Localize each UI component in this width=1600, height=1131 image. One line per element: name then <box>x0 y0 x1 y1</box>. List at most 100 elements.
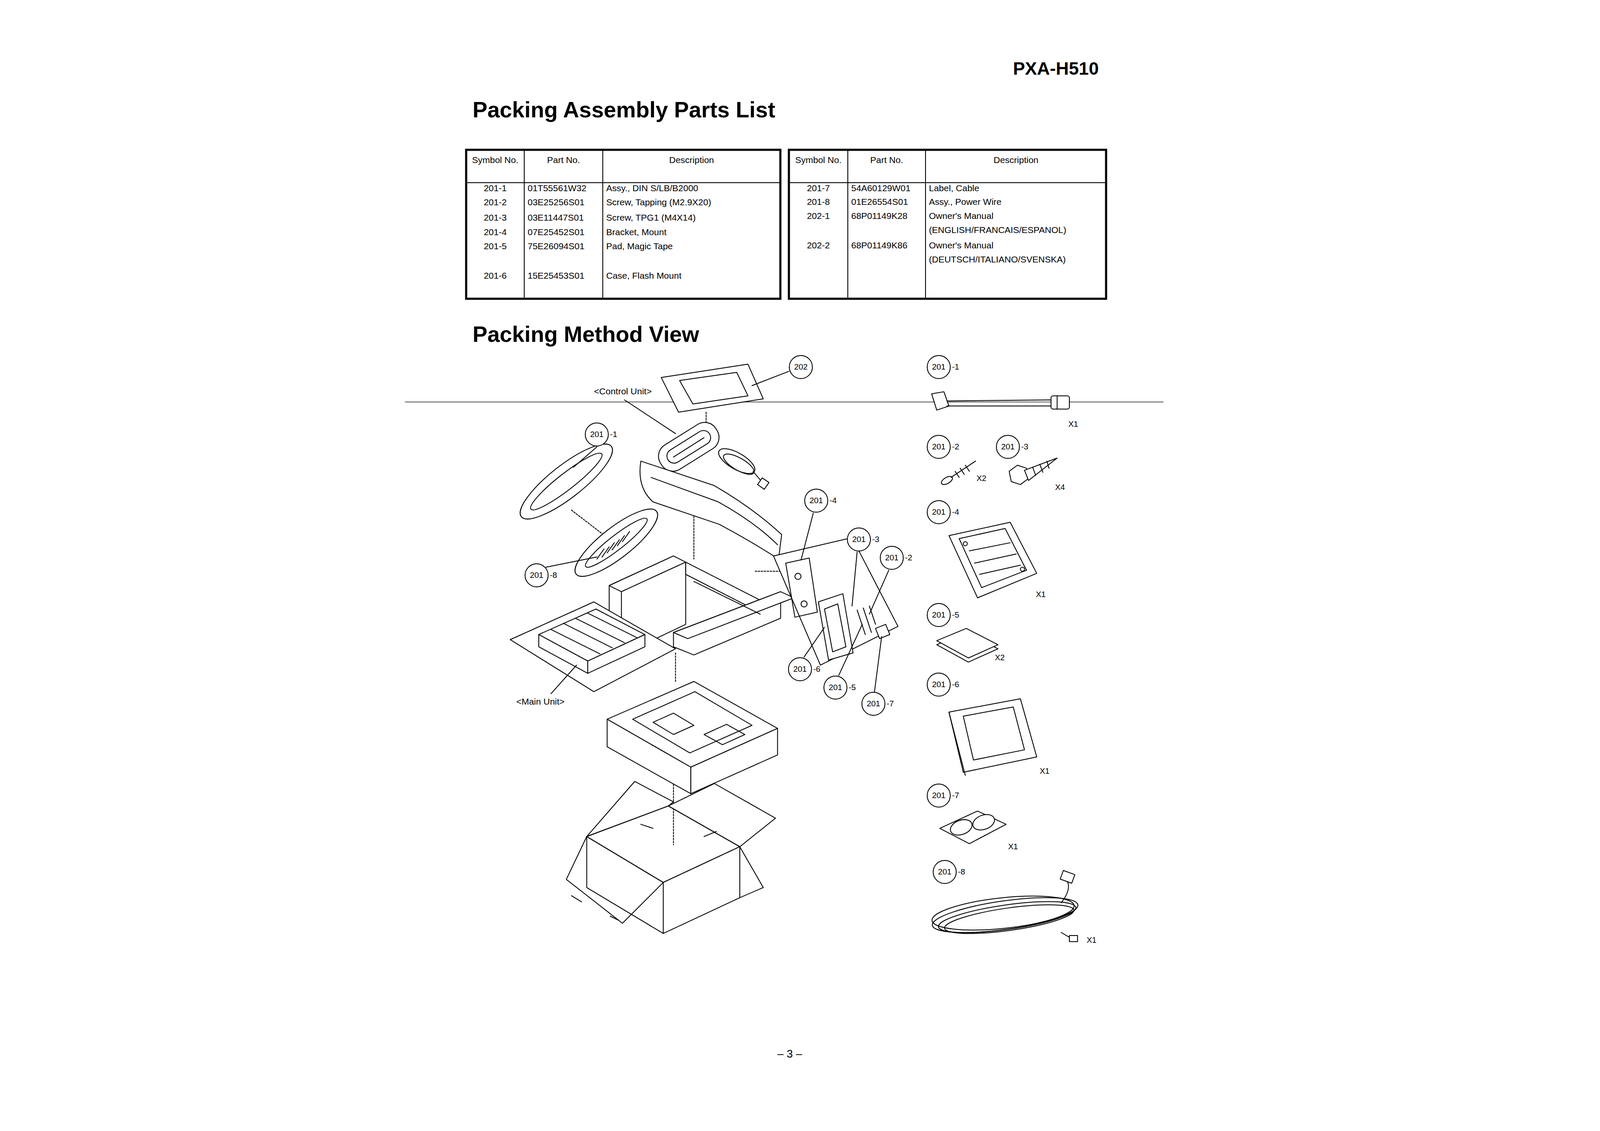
carton-box <box>571 896 619 921</box>
table-rule <box>602 149 604 299</box>
power-wire <box>930 870 1080 943</box>
callout-number: 201 <box>852 534 866 545</box>
table-cell: 201-7 <box>806 181 830 196</box>
mount-bracket <box>969 543 1021 575</box>
foam-tray <box>607 719 691 794</box>
unit-label: <Main Unit> <box>516 696 565 707</box>
callout-circle: 201-8 <box>932 860 957 885</box>
table-cell: Bracket, Mount <box>606 224 777 240</box>
callout-circle: 201-6 <box>926 672 951 697</box>
control-unit <box>664 427 714 466</box>
din-sleeve <box>525 447 607 516</box>
power-wire <box>936 895 1078 940</box>
accessory-pack <box>773 537 899 666</box>
unit-label: <Control Unit> <box>593 385 652 397</box>
callout-number: 201 <box>866 699 881 709</box>
leader-line <box>838 624 863 676</box>
main-unit <box>510 601 676 692</box>
table-rule <box>788 182 1107 184</box>
accessory-pack <box>773 537 899 666</box>
carton-box <box>586 836 663 934</box>
table-rule <box>847 149 849 299</box>
callout-number: 201 <box>931 610 946 620</box>
callout-suffix: -6 <box>813 664 821 675</box>
power-wire <box>930 890 1080 940</box>
table-cell: 202-2 <box>806 238 830 253</box>
callout-suffix: -2 <box>951 442 960 452</box>
callout-number: 201 <box>793 664 807 675</box>
callout-number: 201 <box>529 570 544 581</box>
mount-bracket <box>948 522 1037 599</box>
magic-tape-pad <box>936 628 998 663</box>
main-unit <box>587 634 646 674</box>
callout-circle: 201-7 <box>926 783 951 808</box>
power-wire <box>943 899 1076 940</box>
tapping-screw <box>940 461 976 487</box>
din-sleeve <box>511 433 622 530</box>
carton-insert <box>673 591 795 639</box>
owners-manual <box>661 364 764 412</box>
cable-label <box>939 811 1006 844</box>
carton-box <box>566 836 664 924</box>
table-cell: 201-4 <box>483 224 507 240</box>
callout-number: 201 <box>1001 442 1015 452</box>
magic-tape-pad <box>936 628 998 658</box>
mount-bracket <box>963 541 968 546</box>
callout-circle: 201-2 <box>879 545 904 570</box>
table-rule <box>466 182 781 184</box>
flash-mount-case <box>948 712 966 776</box>
table-cell: 03E25256S01 <box>527 195 585 210</box>
table-cell: Owner's Manual (DEUTSCH/ITALIANO/SVENSKA… <box>928 238 1102 267</box>
table-rule <box>925 149 926 299</box>
mount-bracket <box>948 522 1037 599</box>
mount-bracket <box>959 528 1027 588</box>
page-title: Packing Assembly Parts List <box>472 96 776 123</box>
foam-trough <box>639 461 782 559</box>
cable-part <box>1056 395 1058 409</box>
callout-circle: 201-3 <box>846 527 871 552</box>
main-unit <box>510 601 676 692</box>
table-cell: 201-6 <box>483 268 507 283</box>
table-cell: Assy., Power Wire <box>928 194 1102 209</box>
table-cell: Label, Cable <box>928 181 1102 196</box>
callout-circle: 201-1 <box>584 422 609 447</box>
table-cell: 01E26554S01 <box>851 194 909 209</box>
callout-suffix: -8 <box>957 867 966 877</box>
packing-illustration <box>405 364 1164 942</box>
cable-part <box>946 400 1052 406</box>
callout-circle: 201-8 <box>524 563 549 588</box>
table-cell: 75E26094S01 <box>527 239 585 254</box>
foam-trough <box>651 477 778 546</box>
leader-line <box>545 371 889 694</box>
table-cell: Owner's Manual (ENGLISH/FRANCAIS/ESPANOL… <box>928 208 1102 237</box>
table-header: Symbol No. <box>471 152 519 168</box>
accessory-pack <box>785 557 818 618</box>
callout-suffix: -1 <box>610 429 618 440</box>
table-header: Description <box>993 152 1039 168</box>
leader-line <box>869 570 889 615</box>
assembly-line <box>693 510 695 560</box>
control-unit <box>673 437 705 457</box>
table-cell: Assy., DIN S/LB/B2000 <box>606 181 777 196</box>
divider-line <box>405 401 1164 403</box>
callout-number: 201 <box>884 553 899 563</box>
tpg-screw <box>1009 458 1057 485</box>
parts-table <box>466 149 1107 299</box>
carton-box <box>640 824 717 837</box>
foam-tray <box>703 724 745 745</box>
assembly-line <box>674 653 676 682</box>
callout-suffix: -8 <box>549 570 558 581</box>
cable-part <box>931 391 949 411</box>
callout-circle: 201-4 <box>926 500 951 525</box>
cable-coil <box>757 478 770 490</box>
callout-suffix: -4 <box>829 496 837 506</box>
power-wire-pack <box>581 513 652 573</box>
table-header: Symbol No. <box>794 152 842 168</box>
callout-suffix: -7 <box>951 791 960 801</box>
mount-bracket <box>1020 567 1025 572</box>
tpg-screw <box>1032 461 1049 476</box>
accessory-pack <box>824 604 846 652</box>
callout-number: 201 <box>937 867 952 877</box>
quantity-label: X4 <box>1054 482 1065 493</box>
